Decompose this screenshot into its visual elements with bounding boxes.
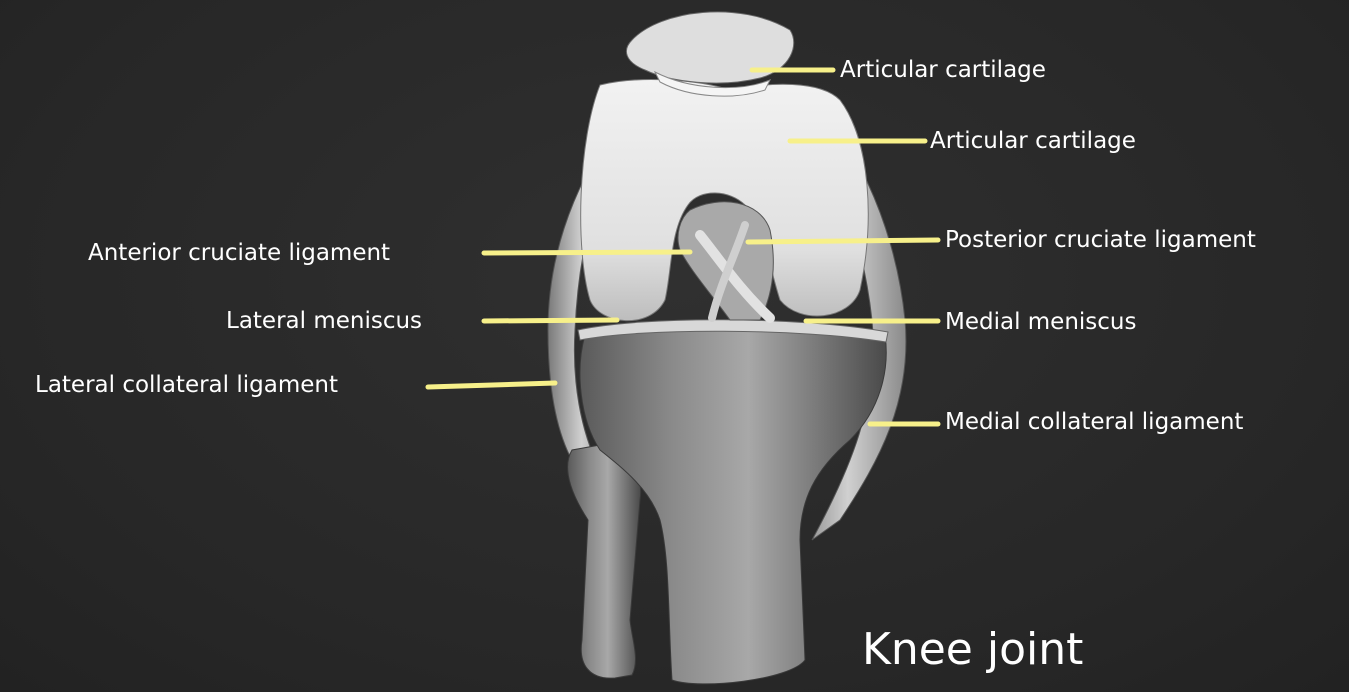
leader-posterior-cruciate-ligament <box>748 240 938 242</box>
leader-lateral-collateral-ligament <box>428 383 555 387</box>
label-articular-cartilage-femur: Articular cartilage <box>930 127 1136 155</box>
fibula-shape <box>568 445 641 678</box>
leader-lateral-meniscus <box>484 320 617 321</box>
label-articular-cartilage-top: Articular cartilage <box>840 56 1046 84</box>
label-anterior-cruciate-ligament: Anterior cruciate ligament <box>88 239 390 267</box>
label-posterior-cruciate-ligament: Posterior cruciate ligament <box>945 226 1256 254</box>
label-medial-collateral-ligament: Medial collateral ligament <box>945 408 1243 436</box>
label-lateral-collateral-ligament: Lateral collateral ligament <box>35 371 338 399</box>
label-medial-meniscus: Medial meniscus <box>945 308 1137 336</box>
diagram-title: Knee joint <box>862 622 1083 678</box>
label-lateral-meniscus: Lateral meniscus <box>226 307 422 335</box>
leader-anterior-cruciate-ligament <box>484 252 690 253</box>
